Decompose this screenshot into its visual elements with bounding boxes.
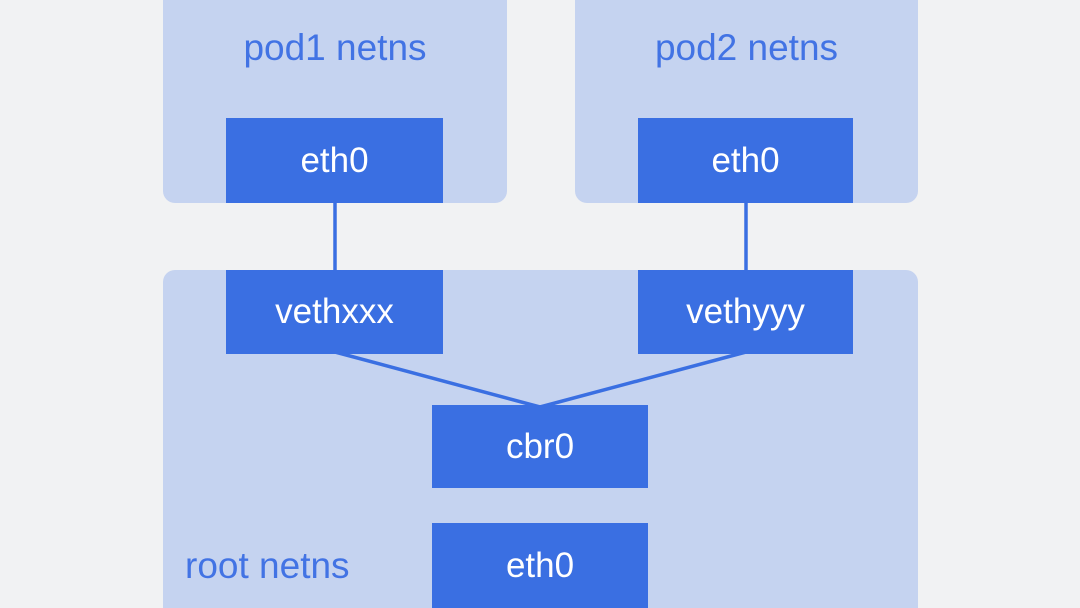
cbr0-node: cbr0 bbox=[432, 405, 648, 488]
pod2-eth0-label: eth0 bbox=[711, 140, 780, 180]
root-eth0-label: eth0 bbox=[505, 545, 575, 585]
pod1-netns-label: pod1 netns bbox=[243, 27, 427, 68]
pod1-eth0-node: eth0 bbox=[226, 118, 443, 203]
cbr0-label: cbr0 bbox=[505, 426, 575, 466]
vethxxx-label: vethxxx bbox=[275, 292, 394, 331]
vethyyy-node: vethyyy bbox=[638, 270, 853, 354]
pod1-eth0-label: eth0 bbox=[300, 140, 369, 180]
root-eth0-node: eth0 bbox=[432, 523, 648, 608]
pod2-eth0-node: eth0 bbox=[638, 118, 853, 203]
root-netns-label: root netns bbox=[185, 545, 350, 586]
pod2-netns-label: pod2 netns bbox=[654, 27, 839, 68]
vethyyy-label: vethyyy bbox=[686, 292, 805, 331]
edge-vethyyy-to-cbr0 bbox=[539, 350, 747, 409]
edge-vethxxx-to-cbr0 bbox=[334, 350, 541, 409]
vethxxx-node: vethxxx bbox=[226, 270, 443, 354]
